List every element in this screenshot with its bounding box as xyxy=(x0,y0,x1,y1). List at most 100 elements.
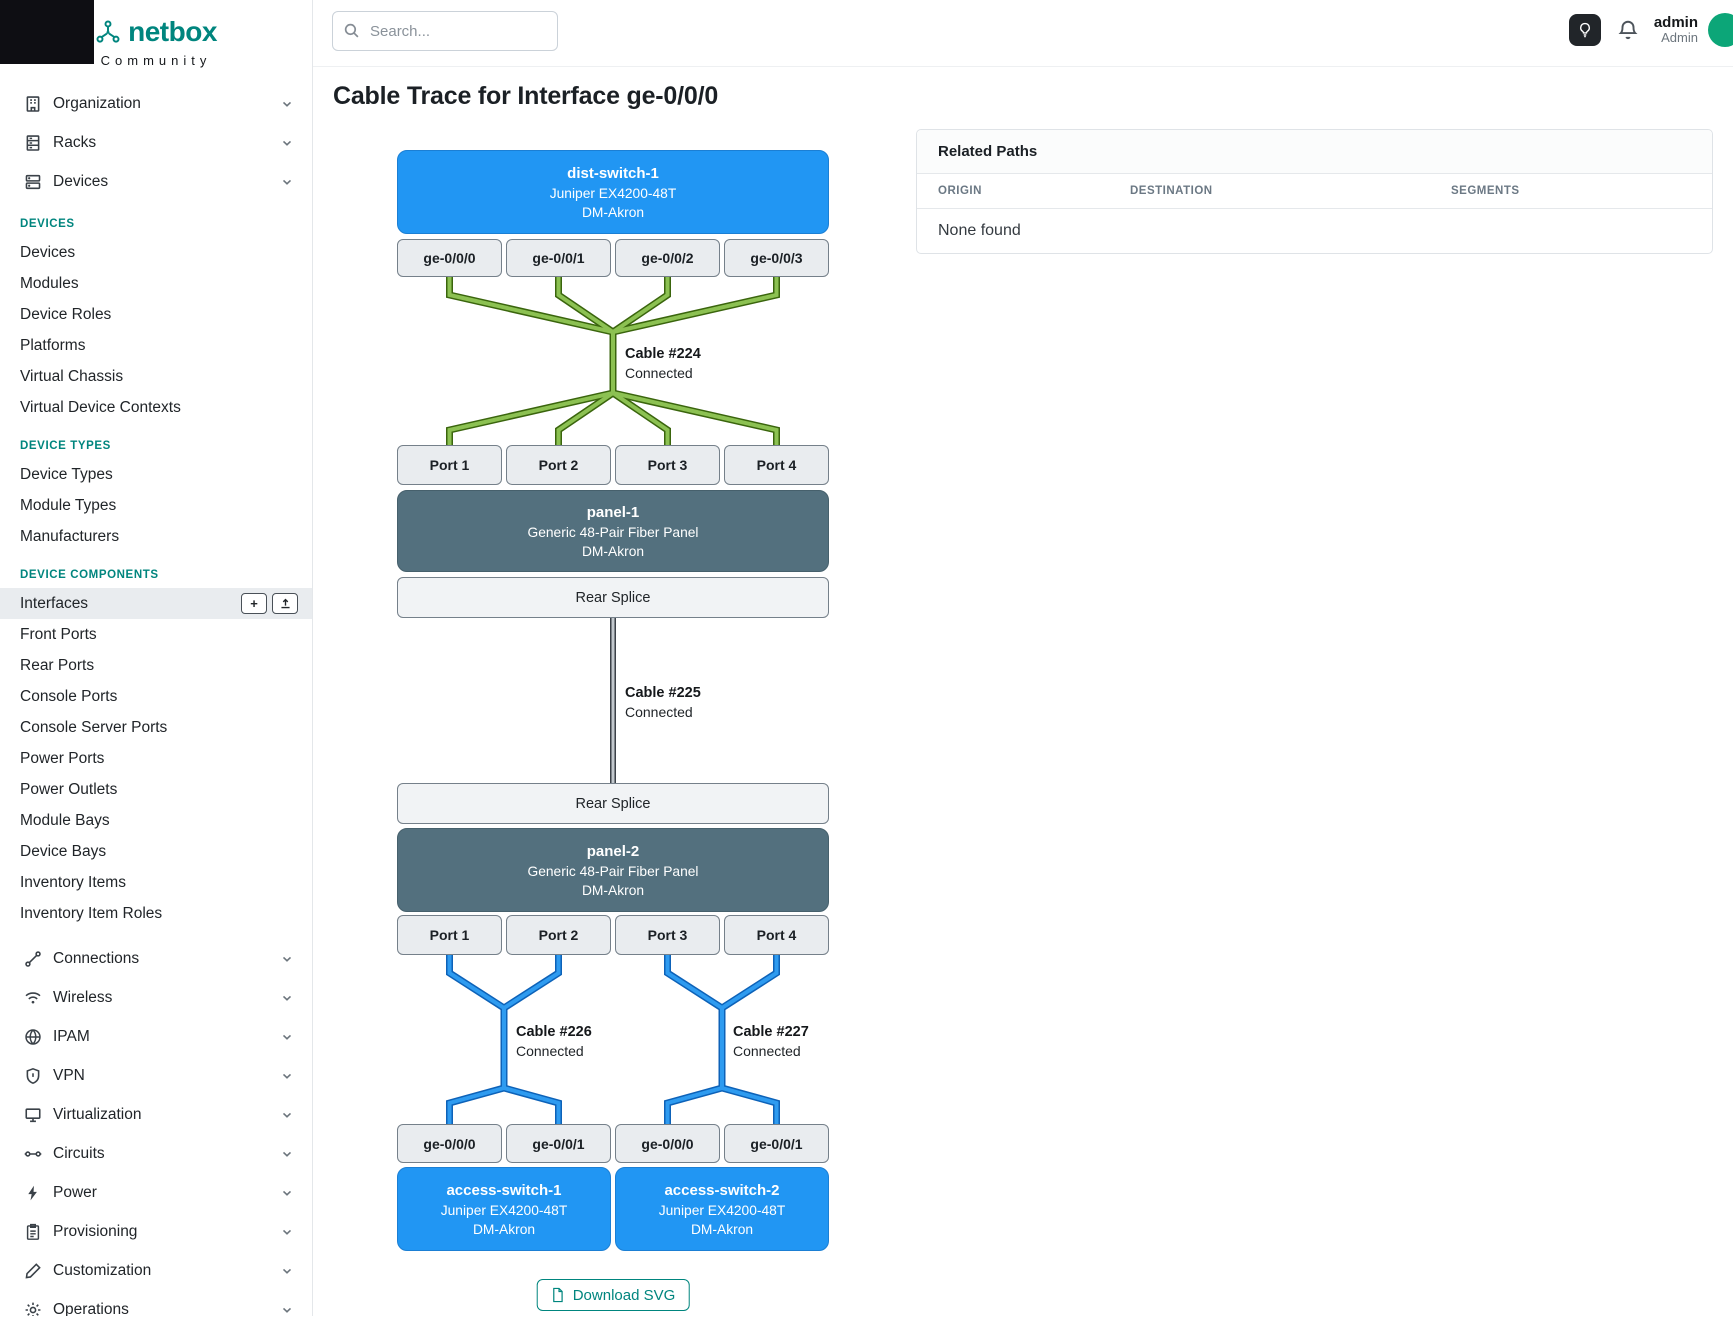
rear-port-box-panel-1[interactable]: Rear Splice xyxy=(397,577,829,618)
device-box-access-switch-2[interactable]: access-switch-2 Juniper EX4200-48T DM-Ak… xyxy=(615,1167,829,1251)
sidebar-item-console-ports[interactable]: Console Ports xyxy=(20,687,118,705)
sidebar-item-manufacturers[interactable]: Manufacturers xyxy=(20,527,120,545)
download-svg-button[interactable]: Download SVG xyxy=(536,1279,690,1311)
sidebar-item-front-ports[interactable]: Front Ports xyxy=(20,625,97,643)
sidebar-item-virtual-device-contexts[interactable]: Virtual Device Contexts xyxy=(20,398,181,416)
sidebar-item-devices[interactable]: Devices xyxy=(20,243,76,261)
cable-label-225[interactable]: Cable #225 Connected xyxy=(625,685,701,720)
front-port-box[interactable]: Port 1 xyxy=(397,445,502,485)
sidebar-item-label: Interfaces xyxy=(20,594,89,612)
sidebar-item-label: Power xyxy=(53,1183,97,1201)
cable-id: Cable #225 xyxy=(625,685,701,701)
sidebar-item-rear-ports[interactable]: Rear Ports xyxy=(20,656,95,674)
lightbulb-icon xyxy=(1579,22,1590,38)
device-site: DM-Akron xyxy=(581,543,645,559)
download-svg-label: Download SVG xyxy=(572,1286,676,1304)
interface-box[interactable]: ge-0/0/0 xyxy=(615,1124,720,1163)
device-site: DM-Akron xyxy=(581,882,645,898)
user-menu[interactable]: admin Admin xyxy=(1654,14,1698,46)
interface-box[interactable]: ge-0/0/0 xyxy=(397,239,502,277)
device-model: Juniper EX4200-48T xyxy=(658,1202,786,1218)
sidebar-item-operations[interactable]: Operations xyxy=(0,1290,312,1316)
sidebar-item-label: Customization xyxy=(53,1261,152,1279)
sidebar-item-label: IPAM xyxy=(53,1027,90,1045)
cable-status: Connected xyxy=(625,365,693,381)
interface-box[interactable]: ge-0/0/3 xyxy=(724,239,829,277)
section-header-device-components: Device Components xyxy=(20,569,159,581)
brand-logo[interactable]: netbox Community xyxy=(0,0,312,84)
interface-box[interactable]: ge-0/0/1 xyxy=(724,1124,829,1163)
sidebar-item-customization[interactable]: Customization xyxy=(0,1251,312,1290)
cable-label-227[interactable]: Cable #227 Connected xyxy=(733,1024,809,1059)
dark-mode-toggle-button[interactable] xyxy=(1568,14,1601,46)
sidebar-item-connections[interactable]: Connections xyxy=(0,939,312,978)
device-box-dist-switch-1[interactable]: dist-switch-1 Juniper EX4200-48T DM-Akro… xyxy=(397,150,829,234)
interface-box[interactable]: ge-0/0/0 xyxy=(397,1124,502,1163)
sidebar-item-console-server-ports[interactable]: Console Server Ports xyxy=(20,718,168,736)
device-site: DM-Akron xyxy=(690,1221,754,1237)
device-model: Generic 48-Pair Fiber Panel xyxy=(527,524,699,540)
sidebar-item-modules[interactable]: Modules xyxy=(20,274,79,292)
chevron-down-icon xyxy=(280,1264,294,1278)
sidebar-item-ipam[interactable]: IPAM xyxy=(0,1017,312,1056)
sidebar-item-inventory-items[interactable]: Inventory Items xyxy=(20,873,126,891)
column-header-destination: Destination xyxy=(1130,185,1213,197)
front-port-box[interactable]: Port 4 xyxy=(724,915,829,955)
sidebar-item-vpn[interactable]: VPN xyxy=(0,1056,312,1095)
sidebar-item-device-types[interactable]: Device Types xyxy=(20,465,113,483)
front-port-box[interactable]: Port 2 xyxy=(506,915,611,955)
import-button[interactable] xyxy=(272,593,298,614)
page-title: Cable Trace for Interface ge-0/0/0 xyxy=(333,82,719,110)
devices-icon xyxy=(24,173,42,191)
device-box-access-switch-1[interactable]: access-switch-1 Juniper EX4200-48T DM-Ak… xyxy=(397,1167,611,1251)
sidebar-item-module-bays[interactable]: Module Bays xyxy=(20,811,110,829)
sidebar-item-virtualization[interactable]: Virtualization xyxy=(0,1095,312,1134)
sidebar-item-power-ports[interactable]: Power Ports xyxy=(20,749,105,767)
sidebar-item-device-bays[interactable]: Device Bays xyxy=(20,842,107,860)
sidebar-item-device-roles[interactable]: Device Roles xyxy=(20,305,112,323)
front-port-row-panel-1: Port 1 Port 2 Port 3 Port 4 xyxy=(397,445,829,485)
rear-port-box-panel-2[interactable]: Rear Splice xyxy=(397,783,829,824)
cable-status: Connected xyxy=(733,1043,801,1059)
sidebar-item-devices-group[interactable]: Devices xyxy=(0,162,312,201)
sidebar-item-racks[interactable]: Racks xyxy=(0,123,312,162)
device-box-panel-2[interactable]: panel-2 Generic 48-Pair Fiber Panel DM-A… xyxy=(397,828,829,912)
cable-status: Connected xyxy=(516,1043,584,1059)
window-corner xyxy=(0,0,94,64)
interface-box[interactable]: ge-0/0/1 xyxy=(506,239,611,277)
sidebar-item-interfaces[interactable]: Interfaces + xyxy=(0,588,312,619)
globe-icon xyxy=(24,1028,42,1046)
related-paths-header-row: Origin Destination Segments xyxy=(917,174,1712,209)
sidebar-item-organization[interactable]: Organization xyxy=(0,84,312,123)
interface-box[interactable]: ge-0/0/2 xyxy=(615,239,720,277)
cable-label-226[interactable]: Cable #226 Connected xyxy=(516,1024,592,1059)
sidebar-item-power[interactable]: Power xyxy=(0,1173,312,1212)
front-port-box[interactable]: Port 4 xyxy=(724,445,829,485)
sidebar-item-power-outlets[interactable]: Power Outlets xyxy=(20,780,118,798)
front-port-box[interactable]: Port 2 xyxy=(506,445,611,485)
sidebar-item-platforms[interactable]: Platforms xyxy=(20,336,86,354)
cable-trace-diagram: dist-switch-1 Juniper EX4200-48T DM-Akro… xyxy=(397,150,829,1320)
chevron-down-icon xyxy=(280,1108,294,1122)
notifications-button[interactable] xyxy=(1617,19,1639,41)
device-model: Juniper EX4200-48T xyxy=(440,1202,568,1218)
device-box-panel-1[interactable]: panel-1 Generic 48-Pair Fiber Panel DM-A… xyxy=(397,490,829,572)
device-site: DM-Akron xyxy=(472,1221,536,1237)
search-input[interactable] xyxy=(332,11,558,51)
interface-box[interactable]: ge-0/0/1 xyxy=(506,1124,611,1163)
front-port-box[interactable]: Port 3 xyxy=(615,445,720,485)
sidebar-item-circuits[interactable]: Circuits xyxy=(0,1134,312,1173)
rack-icon xyxy=(24,134,42,152)
add-button[interactable]: + xyxy=(241,593,267,614)
front-port-box[interactable]: Port 3 xyxy=(615,915,720,955)
sidebar-item-virtual-chassis[interactable]: Virtual Chassis xyxy=(20,367,124,385)
bell-icon xyxy=(1618,20,1638,40)
cable-label-224[interactable]: Cable #224 Connected xyxy=(625,346,701,381)
front-port-box[interactable]: Port 1 xyxy=(397,915,502,955)
sidebar-item-provisioning[interactable]: Provisioning xyxy=(0,1212,312,1251)
file-icon xyxy=(553,1287,563,1303)
sidebar-item-inventory-item-roles[interactable]: Inventory Item Roles xyxy=(20,904,163,922)
avatar[interactable] xyxy=(1708,13,1733,47)
sidebar-item-module-types[interactable]: Module Types xyxy=(20,496,117,514)
sidebar-item-wireless[interactable]: Wireless xyxy=(0,978,312,1017)
